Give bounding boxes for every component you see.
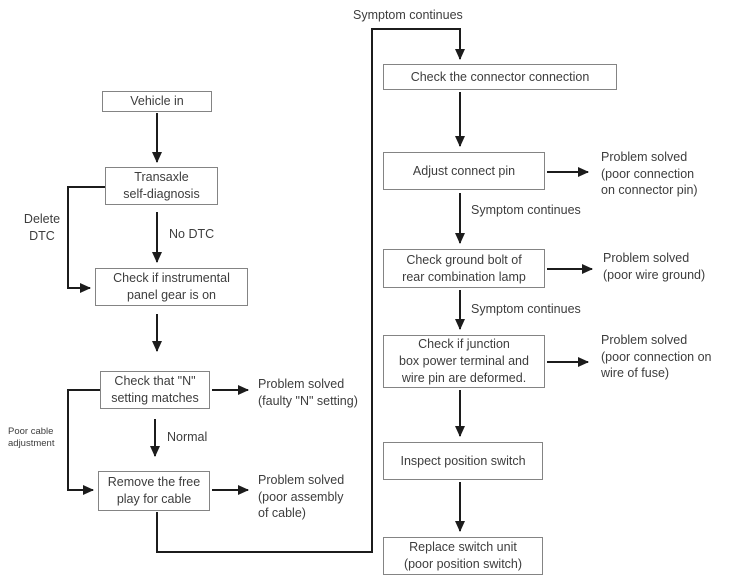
node-inspect-position-switch: Inspect position switch [383,442,543,480]
label-symptom-continues-2: Symptom continues [471,302,581,316]
label-problem-solved-n-setting: Problem solved (faulty "N" setting) [258,377,358,408]
node-check-panel-gear: Check if instrumental panel gear is on [95,268,248,306]
label-normal: Normal [167,430,208,444]
node-adjust-connect-pin: Adjust connect pin [383,152,545,190]
label-problem-solved-ground: Problem solved (poor wire ground) [603,251,706,282]
loop-poor-cable [67,389,100,495]
node-check-n-setting: Check that "N" setting matches [100,371,210,409]
node-transaxle-self-diagnosis: Transaxle self-diagnosis [105,167,218,205]
node-vehicle-in: Vehicle in [102,91,212,112]
label-problem-solved-cable: Problem solved (poor assembly of cable) [258,473,345,520]
label-problem-solved-pin: Problem solved (poor connection on conne… [601,150,698,197]
node-replace-switch-unit: Replace switch unit (poor position switc… [383,537,543,575]
node-check-connector: Check the connector connection [383,64,617,90]
label-problem-solved-fuse: Problem solved (poor connection on wire … [601,333,712,380]
label-poor-cable-adjustment: Poor cable adjustment [8,426,55,449]
label-delete-dtc: Delete DTC [23,212,61,243]
feedback-symptom-continues [156,28,465,553]
node-check-junction-box: Check if junction box power terminal and… [383,335,545,388]
node-remove-free-play: Remove the free play for cable [98,471,210,511]
label-no-dtc: No DTC [169,227,215,241]
loop-delete-dtc [67,186,106,293]
node-check-ground-bolt: Check ground bolt of rear combination la… [383,249,545,288]
label-symptom-continues-top: Symptom continues [353,8,463,22]
label-symptom-continues-1: Symptom continues [471,203,581,217]
